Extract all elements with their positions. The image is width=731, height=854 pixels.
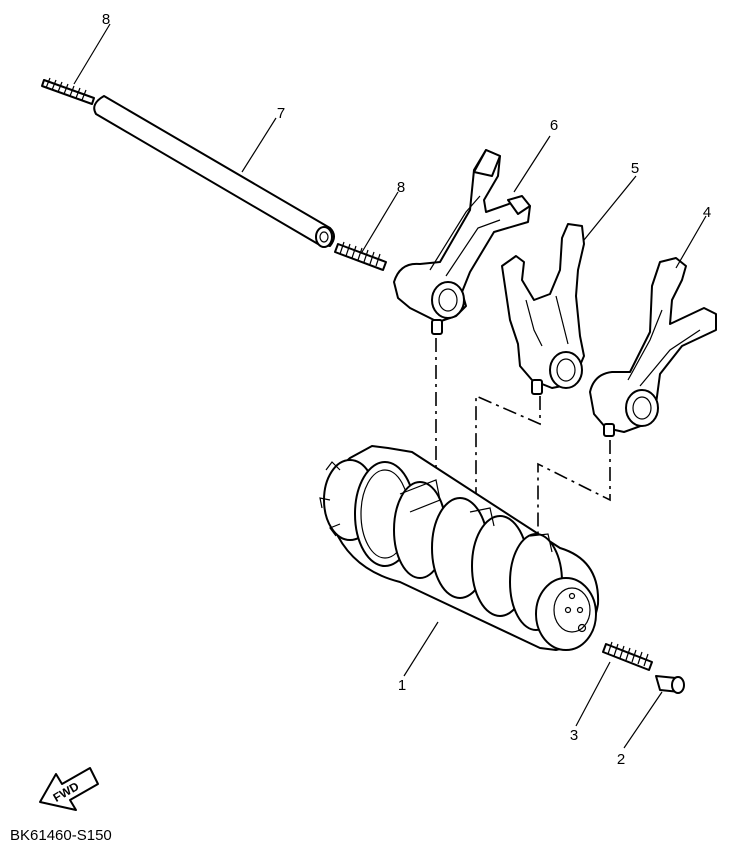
callout-4: 4 — [703, 204, 711, 221]
spring-part-8-top — [41, 77, 95, 105]
shift-fork-part-5 — [501, 223, 585, 395]
callout-3: 3 — [570, 727, 578, 744]
fwd-arrow-icon: FWD — [39, 767, 99, 811]
alignment-lines — [435, 338, 611, 540]
callout-8-middle: 8 — [397, 179, 405, 196]
callout-2: 2 — [617, 751, 625, 768]
callout-5: 5 — [631, 160, 639, 177]
callout-1: 1 — [398, 677, 406, 694]
callout-8-top: 8 — [102, 11, 110, 28]
shift-fork-part-4 — [589, 257, 717, 437]
spring-part-8-middle — [334, 241, 387, 271]
shift-fork-part-6 — [393, 149, 531, 335]
pin-part-2 — [655, 675, 685, 694]
shaft-part-7 — [93, 95, 335, 248]
spring-part-3 — [602, 641, 653, 671]
callout-7: 7 — [277, 105, 285, 122]
leader-lines — [73, 23, 707, 749]
diagram-code: BK61460-S150 — [10, 827, 112, 844]
callout-6: 6 — [550, 117, 558, 134]
shift-drum-part-1 — [319, 445, 600, 651]
